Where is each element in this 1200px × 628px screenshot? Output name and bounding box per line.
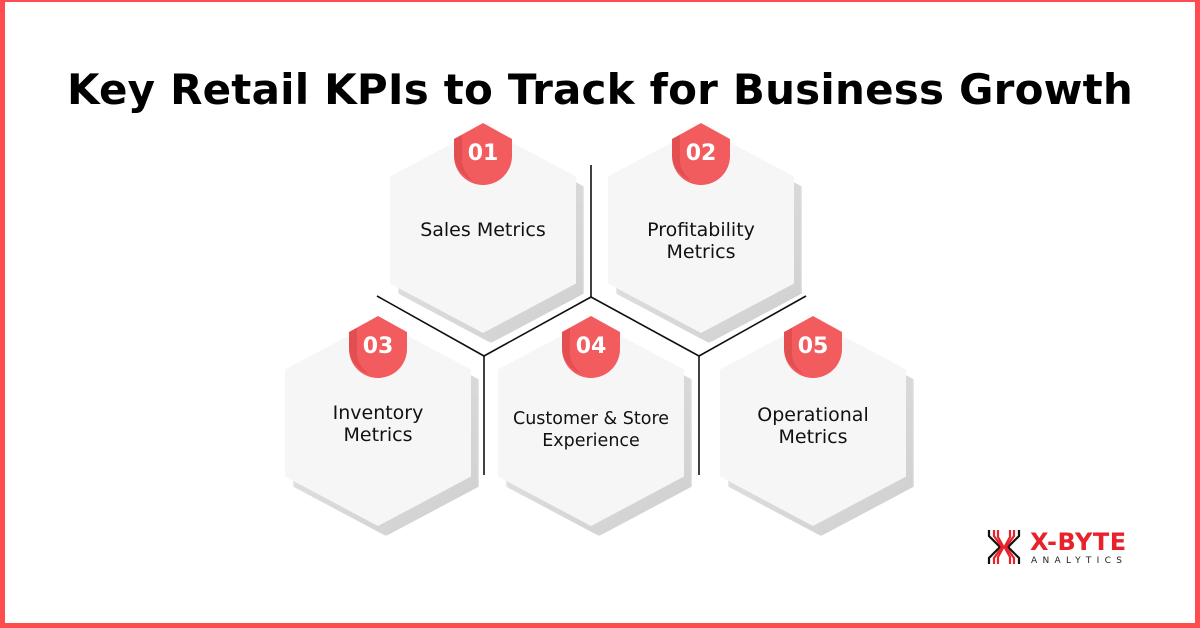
shield-badge-icon	[672, 123, 730, 185]
logo-subtitle: ANALYTICS	[1031, 556, 1128, 566]
number-badge: 03	[349, 316, 407, 378]
kpi-label-line: Operational	[757, 404, 869, 426]
badge-number: 04	[575, 334, 607, 359]
kpi-label: Customer & Store Experience	[498, 408, 684, 452]
kpi-label: Inventory Metrics	[285, 402, 471, 446]
kpi-hexagon-customer-experience: 04 Customer & Store Experience	[498, 316, 698, 550]
kpi-label: Operational Metrics	[720, 404, 906, 448]
x-byte-logo: X-BYTE ANALYTICS	[986, 528, 1146, 569]
kpi-label: Sales Metrics	[390, 219, 576, 241]
badge-number: 01	[467, 141, 499, 166]
logo-wordmark: X-BYTE	[1030, 528, 1127, 556]
kpi-label: Profitability Metrics	[608, 219, 794, 263]
kpi-hexagon-operational: 05 Operational Metrics	[720, 316, 920, 550]
kpi-label-line: Inventory	[332, 402, 424, 424]
shield-badge-icon	[349, 316, 407, 378]
number-badge: 02	[672, 123, 730, 185]
shield-badge-icon	[784, 316, 842, 378]
infographic-canvas: Key Retail KPIs to Track for Business Gr…	[5, 2, 1195, 623]
shield-badge-icon	[562, 316, 620, 378]
kpi-hexagon-inventory: 03 Inventory Metrics	[285, 316, 485, 550]
number-badge: 01	[454, 123, 512, 185]
kpi-label-line: Metrics	[666, 241, 736, 263]
badge-number: 03	[362, 334, 394, 359]
kpi-label-line: Sales Metrics	[420, 219, 546, 241]
kpi-hexagon-sales: 01 Sales Metrics	[390, 123, 590, 357]
kpi-hexagon-profitability: 02 Profitability Metrics	[608, 123, 808, 357]
shield-badge-icon	[454, 123, 512, 185]
kpi-label-line: Metrics	[778, 426, 848, 448]
badge-number: 02	[685, 141, 717, 166]
kpi-label-line: Profitability	[647, 219, 755, 241]
badge-number: 05	[797, 334, 829, 359]
x-byte-logo-icon	[987, 530, 1021, 564]
kpi-label-line: Metrics	[343, 424, 413, 446]
number-badge: 05	[784, 316, 842, 378]
kpi-label-line: Experience	[542, 431, 640, 451]
number-badge: 04	[562, 316, 620, 378]
kpi-label-line: Customer & Store	[512, 409, 670, 429]
page-title: Key Retail KPIs to Track for Business Gr…	[66, 65, 1134, 114]
